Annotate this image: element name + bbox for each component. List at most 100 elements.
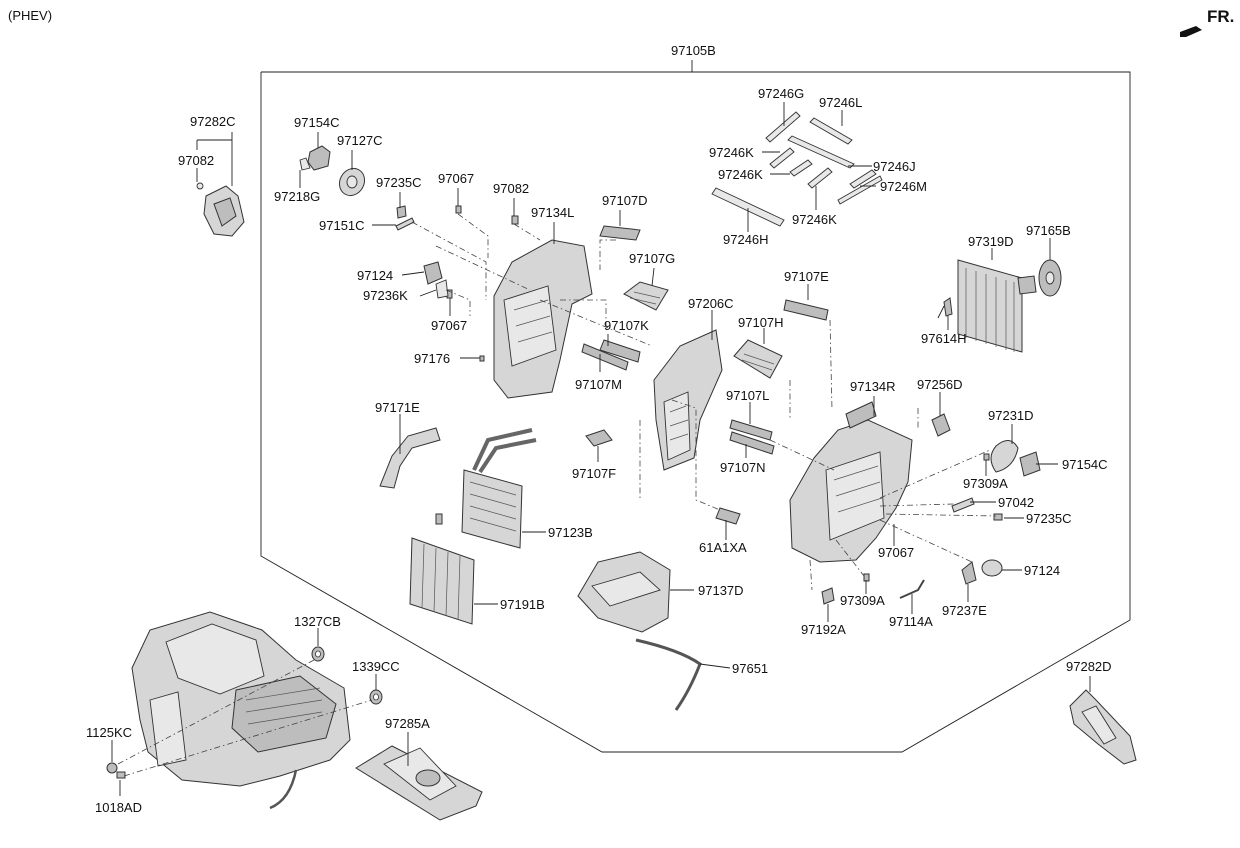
part-screw-1125kc [106,762,118,774]
part-97206c [653,329,723,471]
label-97319d: 97319D [968,234,1014,249]
part-97151c [395,217,415,231]
part-screws-upper [446,205,519,362]
label-97114a: 97114A [889,614,933,629]
label-97107f: 97107F [572,466,616,481]
part-97134l-case [493,239,593,399]
part-97154c-upper [299,145,331,171]
part-97651 [635,638,702,711]
label-97082-a: 97082 [178,153,214,168]
label-97107g: 97107G [629,251,675,266]
label-97082-b: 97082 [493,181,529,196]
label-97067-b: 97067 [431,318,467,333]
label-97282c: 97282C [190,114,236,129]
label-97123b: 97123B [548,525,593,540]
label-97651: 97651 [732,661,768,676]
assembly-boundary [260,60,1131,753]
label-97107k: 97107K [604,318,649,333]
label-97246l: 97246L [819,95,862,110]
leader-lines [111,102,1091,796]
label-97107l: 97107L [726,388,769,403]
part-97107d [599,225,641,241]
part-97235c-upper [396,205,407,219]
part-97319d [957,259,1037,353]
part-97127c [338,167,366,197]
label-97285a: 97285A [385,716,430,731]
label-97614h: 97614H [921,331,967,346]
part-61a1xa [715,507,741,525]
part-97231d [990,440,1019,473]
label-97237e: 97237E [942,603,987,618]
label-97246k-c: 97246K [792,212,837,227]
label-97042: 97042 [998,495,1034,510]
label-97309a-a: 97309A [963,476,1008,491]
label-97218g: 97218G [274,189,320,204]
label-97282d: 97282D [1066,659,1112,674]
part-97107f [585,429,613,447]
front-arrow-icon [1180,26,1202,37]
part-97191b [409,513,475,625]
label-97191b: 97191B [500,597,545,612]
assembly-label: 97105B [671,43,716,58]
part-nut-1339cc [369,689,383,705]
label-97124-b: 97124 [1024,563,1060,578]
part-screw-1018ad [116,771,126,779]
label-97137d: 97137D [698,583,744,598]
part-97614h [937,297,953,319]
label-97246m: 97246M [880,179,927,194]
label-97107d: 97107D [602,193,648,208]
part-97246-seals [711,111,883,227]
label-97309a-b: 97309A [840,593,885,608]
part-nut-1327cb [311,646,325,662]
label-97206c: 97206C [688,296,734,311]
part-97285a [355,745,483,821]
variant-label: (PHEV) [8,8,52,23]
part-97107e [783,299,829,321]
label-97154c-a: 97154C [294,115,340,130]
label-97067-a: 97067 [438,171,474,186]
label-1018ad: 1018AD [95,800,142,815]
part-97107l-n [729,419,775,455]
part-97114a [899,579,925,599]
part-97123b [461,428,537,549]
label-97246k-a: 97246K [709,145,754,160]
part-97282d [1069,689,1137,765]
part-97171e [379,427,441,489]
part-97282c [196,182,245,237]
label-97246j: 97246J [873,159,916,174]
label-97165b: 97165B [1026,223,1071,238]
label-97151c: 97151C [319,218,365,233]
label-97067-c: 97067 [878,545,914,560]
part-97124-upper [423,261,449,299]
label-61a1xa: 61A1XA [699,540,747,555]
label-97107m: 97107M [575,377,622,392]
assembly-dash-lines [117,213,997,777]
label-97171e: 97171E [375,400,420,415]
label-97107n: 97107N [720,460,766,475]
label-97154c-b: 97154C [1062,457,1108,472]
part-97107h [733,339,783,379]
label-97176: 97176 [414,351,450,366]
part-97134r-case [789,401,913,563]
part-97154c-right [1019,451,1041,477]
label-97107h: 97107H [738,315,784,330]
part-hvac-full-assembly [131,611,351,810]
label-97246k-b: 97246K [718,167,763,182]
label-97246h: 97246H [723,232,769,247]
front-marker-label: FR. [1207,7,1234,26]
label-1327cb: 1327CB [294,614,341,629]
label-97192a: 97192A [801,622,846,637]
label-97231d: 97231D [988,408,1034,423]
label-97134l: 97134L [531,205,574,220]
part-97107k-m [581,339,641,371]
part-97124-right [961,559,1003,585]
label-97235c-b: 97235C [1026,511,1072,526]
label-97134r: 97134R [850,379,896,394]
label-97256d: 97256D [917,377,963,392]
part-97165b [1038,259,1062,297]
part-97256d [931,413,951,437]
label-1339cc: 1339CC [352,659,400,674]
part-97042 [951,497,975,513]
label-97236k: 97236K [363,288,408,303]
